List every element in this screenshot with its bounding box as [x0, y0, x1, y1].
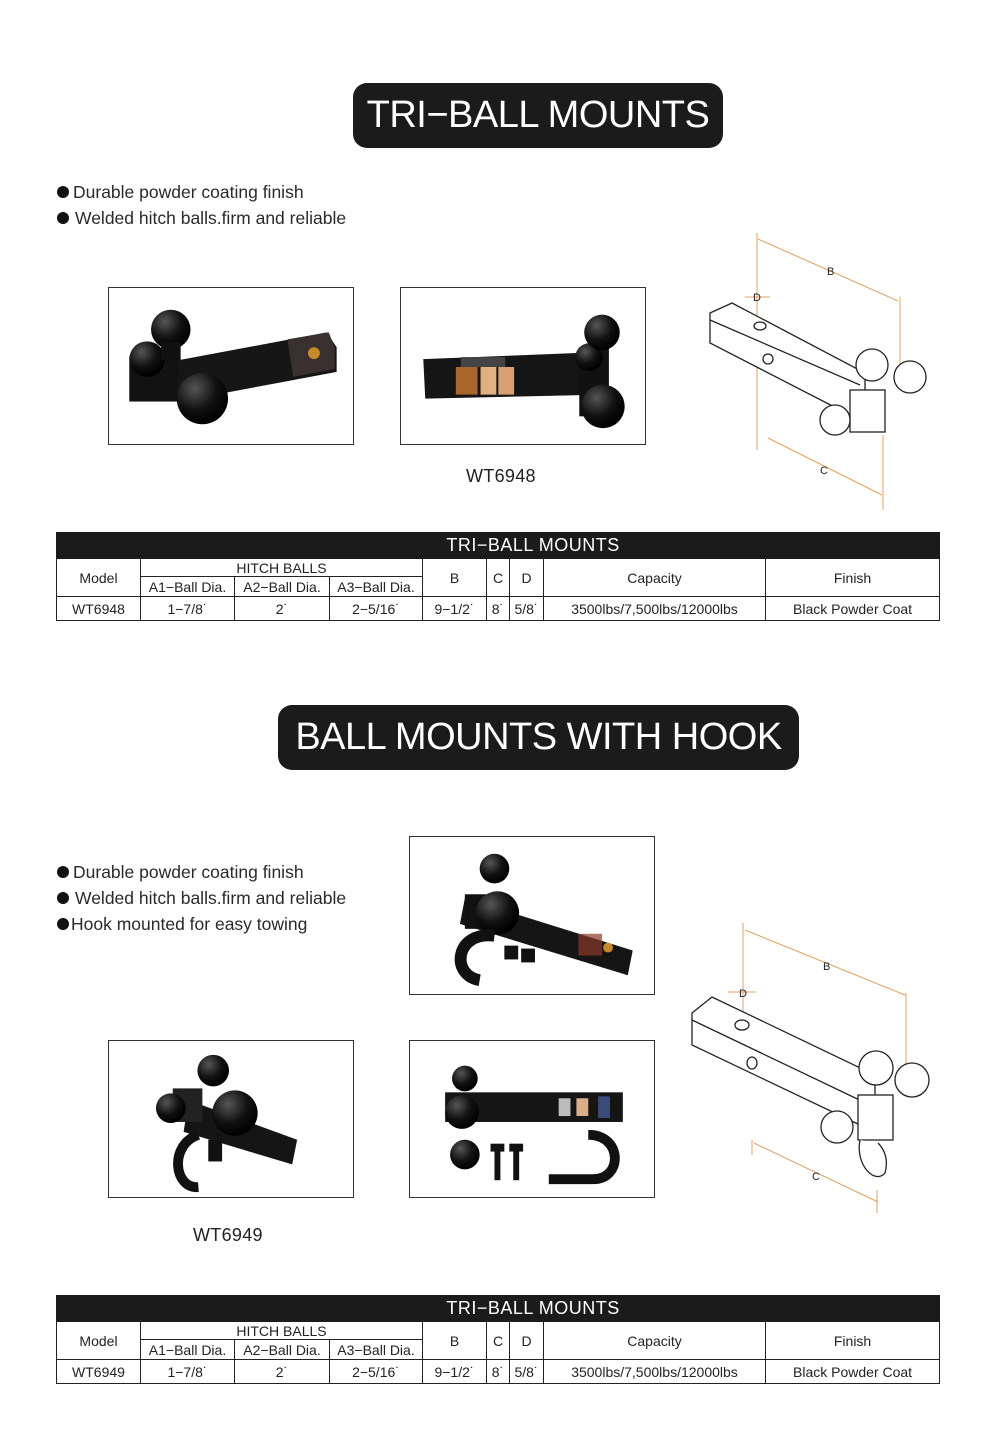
dimension-label-b: B [827, 266, 834, 278]
bullet-dot-icon [57, 918, 69, 930]
cell-c: 8˙ [486, 1359, 510, 1384]
cell-capacity: 3500lbs/7,500lbs/12000lbs [543, 1359, 766, 1384]
header-model: Model [56, 558, 141, 597]
header-a3: A3−Ball Dia. [329, 1339, 423, 1360]
dimension-label-c: C [820, 465, 828, 477]
header-c: C [486, 558, 510, 597]
header-model: Model [56, 1321, 141, 1360]
cell-model: WT6949 [56, 1359, 141, 1384]
spec-table-wt6949: TRI−BALL MOUNTS Model HITCH BALLS B C D … [55, 1295, 941, 1384]
table-caption: TRI−BALL MOUNTS [55, 532, 941, 559]
section-title-ball-mounts-with-hook: BALL MOUNTS WITH HOOK [278, 705, 799, 770]
cell-a3: 2−5/16˙ [329, 596, 423, 621]
product-photo-hook-tilted [409, 836, 655, 995]
table-row: WT6948 1−7/8˙ 2˙ 2−5/16˙ 9−1/2˙ 8˙ 5/8˙ … [56, 596, 941, 621]
spec-table-wt6948: TRI−BALL MOUNTS Model HITCH BALLS B C D … [55, 532, 941, 621]
header-b: B [422, 1321, 487, 1360]
cell-a1: 1−7/8˙ [140, 596, 235, 621]
header-finish: Finish [764, 1321, 941, 1360]
section-title-tri-ball-mounts: TRI−BALL MOUNTS [353, 83, 723, 148]
tri-ball-mount-image [129, 309, 337, 425]
tri-ball-line-drawing: B D C [709, 233, 927, 510]
tri-ball-mount-side-image [423, 314, 625, 429]
bullet-dot-icon [57, 866, 69, 878]
cell-b: 9−1/2˙ [422, 596, 487, 621]
table-row: WT6949 1−7/8˙ 2˙ 2−5/16˙ 9−1/2˙ 8˙ 5/8˙ … [56, 1359, 941, 1384]
feature-list: Durable powder coating finish Welded hit… [57, 859, 346, 937]
hook-ball-mount-image [454, 853, 633, 987]
model-label: WT6948 [466, 466, 536, 486]
header-hitch-balls: HITCH BALLS [140, 558, 423, 577]
header-a1: A1−Ball Dia. [140, 1339, 235, 1360]
cell-a3: 2−5/16˙ [329, 1359, 423, 1384]
header-d: D [509, 558, 544, 597]
table-caption: TRI−BALL MOUNTS [55, 1295, 941, 1322]
product-photo-tri-ball-angled [108, 287, 354, 445]
header-c: C [486, 1321, 510, 1360]
header-hitch-balls: HITCH BALLS [140, 1321, 423, 1340]
header-d: D [509, 1321, 544, 1360]
header-a1: A1−Ball Dia. [140, 576, 235, 597]
feature-item: Welded hitch balls.firm and reliable [57, 885, 346, 911]
cell-capacity: 3500lbs/7,500lbs/12000lbs [543, 596, 766, 621]
cell-finish: Black Powder Coat [764, 596, 941, 621]
cell-c: 8˙ [486, 596, 510, 621]
header-finish: Finish [764, 558, 941, 597]
feature-item: Durable powder coating finish [57, 859, 346, 885]
header-a2: A2−Ball Dia. [234, 1339, 330, 1360]
cell-a1: 1−7/8˙ [140, 1359, 235, 1384]
hook-ball-mount-parts-image [445, 1065, 623, 1185]
dimension-label-d: D [753, 292, 761, 304]
hook-ball-mount-front-image [155, 1054, 298, 1193]
product-photo-tri-ball-side [400, 287, 646, 445]
model-label: WT6949 [193, 1225, 263, 1245]
cell-model: WT6948 [56, 596, 141, 621]
product-photo-hook-front [108, 1040, 354, 1198]
dimension-label-c: C [812, 1171, 820, 1183]
dimension-diagram-tri-ball: B D C [700, 225, 940, 515]
cell-a2: 2˙ [234, 1359, 330, 1384]
feature-item: Welded hitch balls.firm and reliable [57, 205, 346, 231]
header-b: B [422, 558, 487, 597]
dimension-diagram-hook: B D C [680, 915, 940, 1215]
bullet-dot-icon [57, 186, 69, 198]
feature-item: Durable powder coating finish [57, 179, 346, 205]
feature-item: Hook mounted for easy towing [57, 911, 346, 937]
cell-d: 5/8˙ [509, 1359, 544, 1384]
product-photo-hook-parts [409, 1040, 655, 1198]
dimension-label-d: D [739, 988, 747, 1000]
hook-ball-mount-line-drawing: B D C [691, 923, 930, 1213]
cell-b: 9−1/2˙ [422, 1359, 487, 1384]
header-capacity: Capacity [543, 558, 766, 597]
bullet-dot-icon [57, 212, 69, 224]
header-a2: A2−Ball Dia. [234, 576, 330, 597]
section-title-text: BALL MOUNTS WITH HOOK [295, 716, 782, 758]
header-capacity: Capacity [543, 1321, 766, 1360]
cell-a2: 2˙ [234, 596, 330, 621]
bullet-dot-icon [57, 892, 69, 904]
cell-finish: Black Powder Coat [764, 1359, 941, 1384]
dimension-label-b: B [823, 961, 830, 973]
cell-d: 5/8˙ [509, 596, 544, 621]
header-a3: A3−Ball Dia. [329, 576, 423, 597]
feature-list: Durable powder coating finish Welded hit… [57, 179, 346, 231]
section-title-text: TRI−BALL MOUNTS [366, 94, 710, 136]
